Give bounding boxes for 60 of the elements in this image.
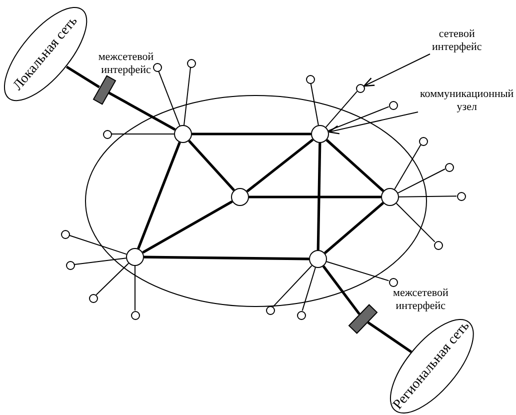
connection-line: [192, 132, 311, 136]
interface-circle: [418, 136, 428, 146]
connection-line: [324, 202, 384, 254]
connection-line: [326, 139, 384, 192]
interface-circle: [388, 278, 398, 286]
connection-line: [158, 70, 180, 126]
connection-line: [108, 92, 176, 131]
connection-line: [188, 140, 235, 192]
connection-line: [68, 234, 127, 255]
node-circle: [311, 125, 329, 143]
connection-line: [302, 267, 316, 312]
node-circle: [309, 250, 327, 268]
connection-line: [367, 321, 412, 353]
node-circle: [381, 188, 399, 206]
interface-circle: [388, 100, 398, 110]
callout-label: коммуникационный узел: [420, 88, 514, 114]
connection-line: [134, 266, 136, 311]
interface-circle: [456, 192, 466, 200]
connection-line: [246, 138, 314, 192]
interface-circle: [296, 310, 306, 320]
callout-label: сетевой интерфейс: [432, 28, 482, 54]
connection-line: [310, 82, 319, 126]
connection-line: [396, 202, 436, 242]
interface-circle: [306, 74, 314, 84]
connection-line: [142, 200, 233, 254]
connection-line: [249, 196, 381, 198]
interface-circle: [266, 306, 274, 314]
connection-line: [66, 66, 100, 88]
connection-line: [96, 262, 130, 296]
connection-line: [325, 90, 358, 128]
connection-line: [398, 196, 457, 198]
interface-circle: [434, 240, 442, 250]
connection-line: [398, 168, 446, 194]
node-circle: [174, 125, 192, 143]
connection-line: [184, 67, 191, 126]
node-circle: [231, 188, 249, 206]
gateway-label: межсетевой интерфейс: [393, 287, 448, 313]
connection-line: [272, 265, 312, 308]
connection-line: [316, 142, 322, 250]
connection-line: [326, 261, 390, 282]
gateway-label: межсетевой интерфейс: [98, 51, 154, 77]
interface-circle: [186, 58, 196, 68]
interface-circle: [356, 84, 364, 92]
leader-arrow: [363, 54, 430, 87]
interface-circle: [60, 230, 70, 238]
network-ellipse: [4, 6, 88, 102]
interface-circle: [130, 310, 140, 320]
connection-line: [137, 142, 181, 250]
connection-line: [144, 256, 310, 260]
interface-circle: [102, 130, 112, 138]
connection-line: [74, 258, 127, 265]
leader-arrow: [328, 112, 418, 134]
node-circle: [126, 248, 144, 266]
interface-circle: [444, 162, 454, 172]
connection-line: [328, 106, 390, 132]
interface-circle: [152, 62, 162, 72]
connection-line: [322, 265, 360, 315]
interface-circle: [88, 294, 98, 302]
interface-circle: [66, 260, 74, 270]
connection-line: [394, 144, 422, 190]
